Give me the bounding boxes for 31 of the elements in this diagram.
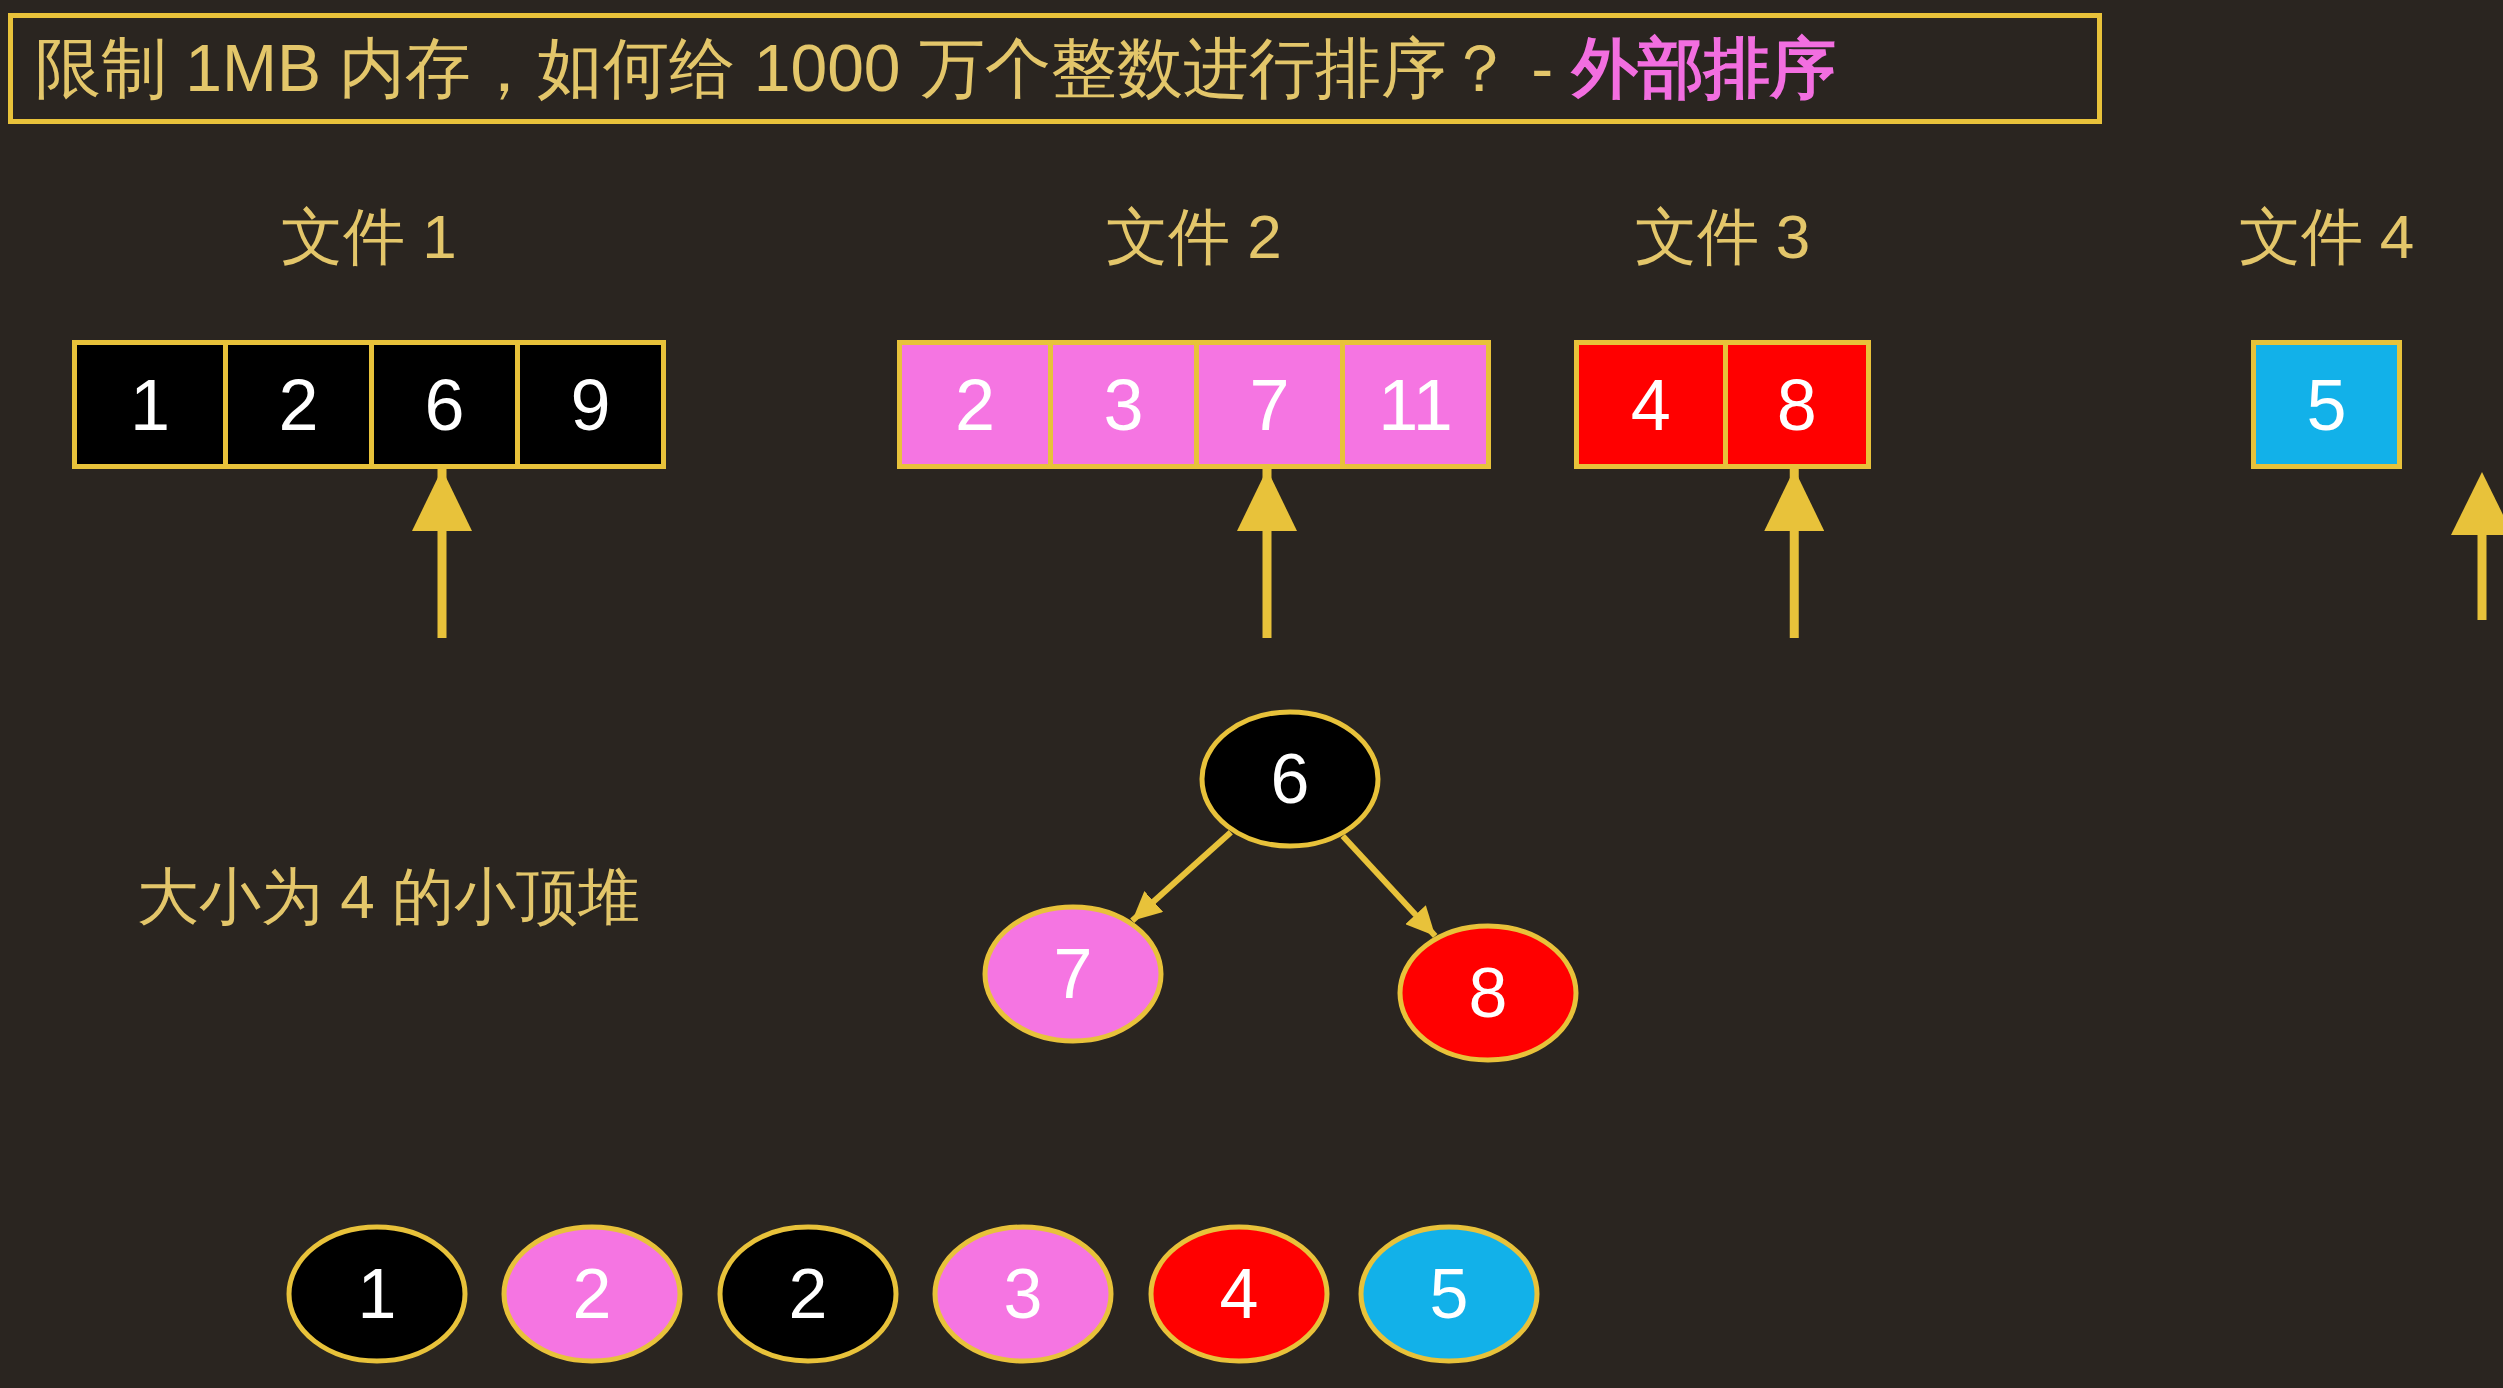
number-cell: 2 (223, 345, 369, 464)
output-node: 2 (501, 1224, 683, 1364)
file-label: 文件 1 (280, 201, 458, 273)
arrow (1130, 829, 1233, 924)
output-node: 2 (717, 1224, 899, 1364)
number-cell: 7 (1194, 345, 1340, 464)
number-cell: 4 (1579, 345, 1723, 464)
arrow (412, 469, 472, 638)
number-cell: 3 (1048, 345, 1194, 464)
heap-caption: 大小为 4 的小顶堆 (137, 861, 640, 933)
title-banner: 限制 1MB 内存，如何给 1000 万个整数进行排序？ - 外部排序 (8, 13, 2102, 124)
number-cell: 6 (369, 345, 515, 464)
arrow (1764, 469, 1825, 638)
file-label: 文件 4 (2237, 201, 2416, 273)
number-cell: 11 (1340, 345, 1486, 464)
output-node: 1 (286, 1224, 468, 1364)
file-label: 文件 3 (1633, 201, 1812, 273)
heap-node: 7 (982, 904, 1164, 1044)
output-node: 3 (932, 1224, 1114, 1364)
number-cell: 8 (1722, 345, 1866, 464)
heap-node: 6 (1199, 709, 1381, 849)
arrow (1340, 834, 1438, 938)
number-cell: 2 (902, 345, 1048, 464)
arrow (1237, 469, 1297, 638)
number-cell: 1 (77, 345, 223, 464)
file-label: 文件 2 (1105, 201, 1283, 273)
number-cell: 5 (2256, 345, 2397, 464)
heap-node: 8 (1397, 923, 1579, 1063)
output-node: 4 (1148, 1224, 1330, 1364)
number-cell: 9 (515, 345, 661, 464)
output-node: 5 (1358, 1224, 1540, 1364)
